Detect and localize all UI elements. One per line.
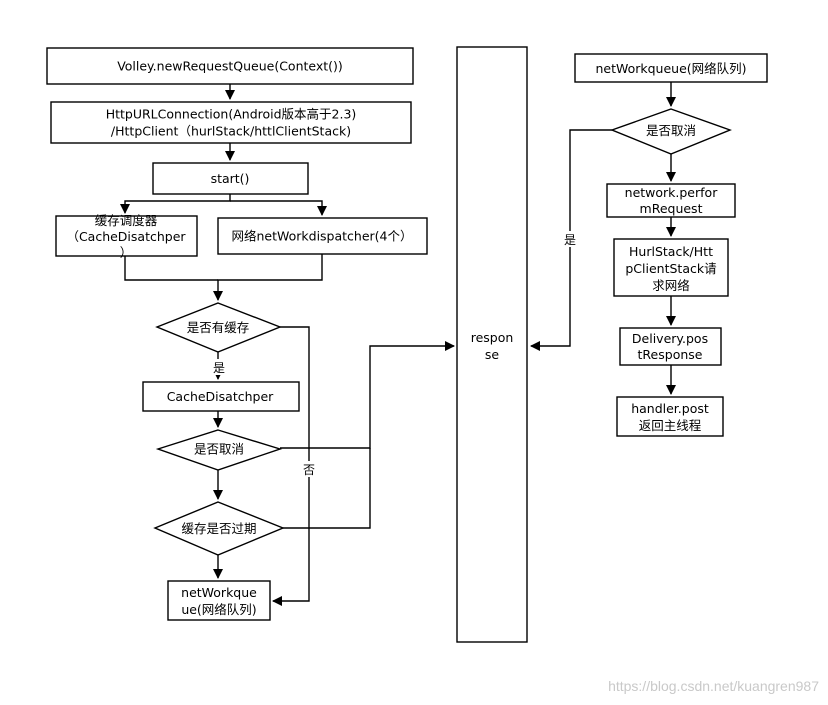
node-perform-line1: network.perfor [625, 185, 719, 200]
node-delivery-line2: tResponse [638, 347, 703, 362]
node-network-dispatcher-text: 网络netWorkdispatcher(4个） [231, 229, 412, 244]
node-http-connection: HttpURLConnection(Android版本高于2.3) /HttpC… [50, 101, 412, 144]
node-has-cache-text: 是否有缓存 [187, 320, 250, 335]
edge-cancel-to-response [280, 341, 455, 449]
node-is-cancelled-left-text: 是否取消 [194, 442, 244, 457]
node-delivery-line1: Delivery.pos [632, 331, 708, 346]
node-cache-disatchper: CacheDisatchper [142, 381, 300, 412]
node-start-text: start() [211, 171, 250, 186]
node-is-cancelled-right: 是否取消 [610, 108, 732, 155]
edge-start-to-cache-dispatcher [120, 194, 231, 214]
node-http-text-line1: HttpURLConnection(Android版本高于2.3) [106, 107, 357, 122]
node-cache-expired-text: 缓存是否过期 [181, 521, 256, 536]
node-handler-line1: handler.post [631, 401, 709, 416]
node-response-line2: se [485, 347, 500, 362]
node-hurl-line2: pClientStack请 [625, 261, 716, 276]
node-cache-dispatcher-line3: ） [120, 245, 133, 260]
node-network-perform-request: network.perfor mRequest [606, 183, 736, 218]
node-volley-new-request-queue: Volley.newRequestQueue(Context()) [46, 47, 414, 85]
node-perform-line2: mRequest [640, 201, 703, 216]
node-net-queue-left-line2: ue(网络队列) [181, 602, 256, 617]
node-volley-text: Volley.newRequestQueue(Context()) [117, 59, 343, 74]
node-network-dispatcher: 网络netWorkdispatcher(4个） [217, 217, 428, 255]
edge-label-yes-cache: 是 [213, 361, 225, 375]
edges [120, 82, 676, 606]
node-net-queue-right-text: netWorkqueue(网络队列) [595, 61, 746, 76]
node-handler-post: handler.post 返回主线程 [616, 396, 724, 437]
node-delivery-post-response: Delivery.pos tResponse [619, 327, 722, 366]
edge-network-dispatcher-merge [213, 254, 323, 301]
node-cache-expired: 缓存是否过期 [153, 501, 285, 556]
node-is-cancelled-right-text: 是否取消 [646, 123, 696, 138]
node-cache-dispatcher-line2: （CacheDisatchper [66, 229, 186, 244]
node-hurl-line1: HurlStack/Htt [629, 244, 713, 259]
node-net-queue-left-line1: netWorkque [181, 585, 257, 600]
edge-start-to-network-dispatcher [230, 200, 327, 216]
watermark-url: https://blog.csdn.net/kuangren987 [608, 678, 819, 694]
node-hurl-stack: HurlStack/Htt pClientStack请 求网络 [613, 238, 729, 297]
node-response: respon se [456, 46, 528, 643]
node-http-text-line2: /HttpClient（hurlStack/httlClientStack) [111, 124, 351, 139]
edge-label-yes-cancel-right: 是 [564, 233, 576, 247]
node-cache-dispatcher: 缓存调度器 （CacheDisatchper ） [55, 213, 198, 260]
node-net-queue-right: netWorkqueue(网络队列) [574, 53, 768, 83]
node-hurl-line3: 求网络 [652, 278, 690, 293]
edge-label-no-cache: 否 [303, 463, 315, 477]
node-handler-line2: 返回主线程 [639, 418, 702, 433]
edge-expired-to-response [283, 448, 371, 529]
node-has-cache: 是否有缓存 [155, 302, 282, 353]
node-cache-dispatcher-line1: 缓存调度器 [95, 213, 158, 228]
node-start: start() [152, 162, 309, 195]
node-is-cancelled-left: 是否取消 [155, 429, 283, 471]
node-net-queue-left: netWorkque ue(网络队列) [167, 580, 271, 621]
node-cache-disatchper-text: CacheDisatchper [167, 389, 274, 404]
node-response-line1: respon [471, 330, 514, 345]
edge-cache-dispatcher-merge [124, 256, 218, 281]
